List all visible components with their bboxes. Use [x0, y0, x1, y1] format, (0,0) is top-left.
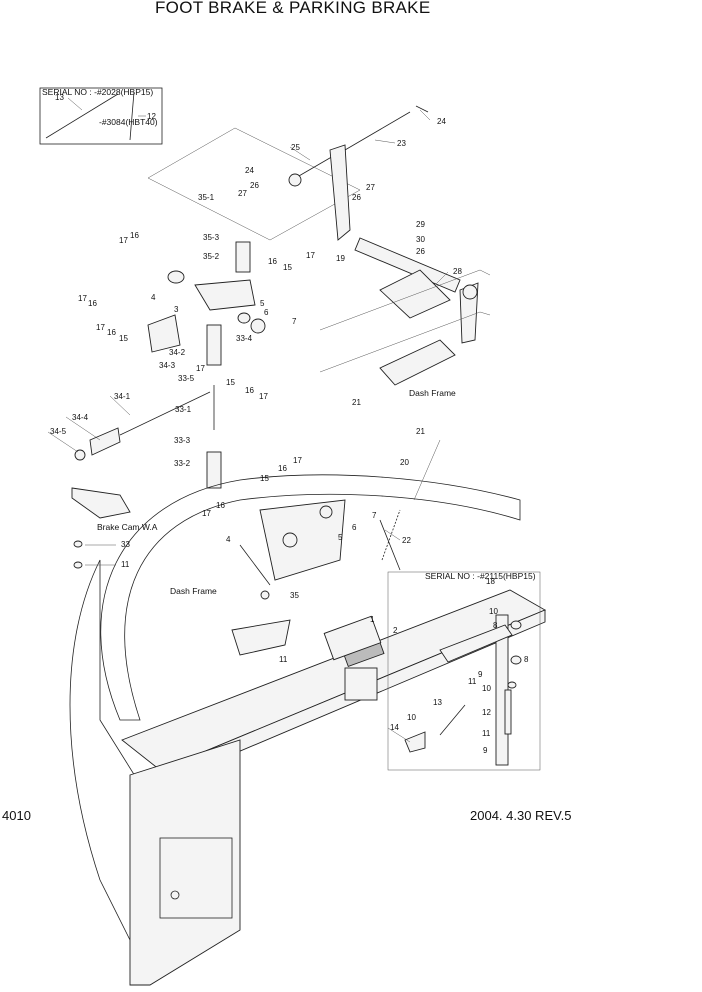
leader-lines: [47, 109, 449, 743]
svg-text:23: 23: [397, 139, 406, 148]
svg-text:21: 21: [416, 427, 425, 436]
serial-note-top-line2: -#3084(HBT40): [99, 117, 158, 127]
svg-text:3: 3: [174, 305, 179, 314]
svg-text:13: 13: [433, 698, 442, 707]
svg-text:17: 17: [78, 294, 87, 303]
svg-text:33-2: 33-2: [174, 459, 191, 468]
brake-cam-label: Brake Cam W.A: [97, 522, 158, 532]
svg-text:21: 21: [352, 398, 361, 407]
page-number: 4010: [2, 808, 31, 823]
svg-text:33-3: 33-3: [174, 436, 191, 445]
svg-text:4: 4: [226, 535, 231, 544]
svg-text:11: 11: [482, 729, 491, 738]
svg-text:17: 17: [259, 392, 268, 401]
svg-text:9: 9: [478, 670, 483, 679]
svg-text:16: 16: [245, 386, 254, 395]
svg-text:15: 15: [119, 334, 128, 343]
svg-text:5: 5: [260, 299, 265, 308]
svg-text:27: 27: [238, 189, 247, 198]
svg-text:17: 17: [119, 236, 128, 245]
svg-text:20: 20: [400, 458, 409, 467]
svg-text:33-4: 33-4: [236, 334, 253, 343]
right-inset-box: [387, 571, 541, 771]
svg-text:35-1: 35-1: [198, 193, 215, 202]
callout-13-inset: 13: [55, 93, 64, 102]
svg-text:34-5: 34-5: [50, 427, 67, 436]
svg-text:7: 7: [292, 317, 297, 326]
svg-text:18: 18: [486, 577, 495, 586]
svg-text:10: 10: [407, 713, 416, 722]
pedal-arm-assembly: [231, 439, 441, 656]
dash-frame-label-2: Dash Frame: [170, 586, 217, 596]
svg-text:17: 17: [293, 456, 302, 465]
svg-text:9: 9: [483, 746, 488, 755]
svg-text:8: 8: [524, 655, 529, 664]
svg-text:25: 25: [291, 143, 300, 152]
svg-text:19: 19: [336, 254, 345, 263]
svg-text:34-2: 34-2: [169, 348, 186, 357]
svg-text:14: 14: [390, 723, 399, 732]
svg-text:12: 12: [482, 708, 491, 717]
callout-12-inset: 12: [147, 112, 156, 121]
svg-text:15: 15: [226, 378, 235, 387]
svg-text:16: 16: [88, 299, 97, 308]
svg-text:24: 24: [245, 166, 254, 175]
svg-text:27: 27: [366, 183, 375, 192]
page-title: FOOT BRAKE & PARKING BRAKE: [155, 0, 431, 17]
svg-text:16: 16: [278, 464, 287, 473]
svg-text:17: 17: [306, 251, 315, 260]
callout-labels: 24 23 25 24 26 27 35-1 35-3 35-2 16 17 2…: [50, 117, 529, 755]
svg-text:6: 6: [264, 308, 269, 317]
serial-note-top-line1: SERIAL NO : -#2028(HBP15): [42, 87, 154, 97]
svg-text:11: 11: [121, 560, 130, 569]
svg-text:17: 17: [96, 323, 105, 332]
svg-text:1: 1: [370, 615, 375, 624]
svg-text:10: 10: [482, 684, 491, 693]
svg-text:15: 15: [260, 474, 269, 483]
svg-text:16: 16: [107, 328, 116, 337]
svg-text:17: 17: [196, 364, 205, 373]
svg-text:35-3: 35-3: [203, 233, 220, 242]
svg-text:26: 26: [352, 193, 361, 202]
svg-text:16: 16: [268, 257, 277, 266]
left-components: [71, 241, 266, 569]
svg-text:28: 28: [453, 267, 462, 276]
svg-text:22: 22: [402, 536, 411, 545]
parking-brake-lever: [288, 105, 429, 241]
svg-text:11: 11: [279, 655, 288, 664]
svg-text:10: 10: [489, 607, 498, 616]
revision-date: 2004. 4.30 REV.5: [470, 808, 572, 823]
svg-text:30: 30: [416, 235, 425, 244]
lever-28: [354, 237, 479, 386]
svg-text:4: 4: [151, 293, 156, 302]
svg-text:2: 2: [393, 626, 398, 635]
svg-text:34-3: 34-3: [159, 361, 176, 370]
svg-text:11: 11: [468, 677, 477, 686]
svg-text:35-2: 35-2: [203, 252, 220, 261]
svg-text:34-1: 34-1: [114, 392, 131, 401]
svg-text:6: 6: [352, 523, 357, 532]
serial-note-right-line1: SERIAL NO : -#2115(HBP15): [425, 571, 536, 581]
svg-text:29: 29: [416, 220, 425, 229]
svg-text:24: 24: [437, 117, 446, 126]
svg-text:34-4: 34-4: [72, 413, 89, 422]
svg-text:16: 16: [216, 501, 225, 510]
svg-text:33: 33: [121, 540, 130, 549]
svg-text:33-5: 33-5: [178, 374, 195, 383]
svg-text:26: 26: [250, 181, 259, 190]
svg-text:16: 16: [130, 231, 139, 240]
svg-text:7: 7: [372, 511, 377, 520]
inset-box-rods: 13 12: [39, 87, 163, 145]
dash-frame-label-1: Dash Frame: [409, 388, 456, 398]
svg-text:17: 17: [202, 509, 211, 518]
svg-text:26: 26: [416, 247, 425, 256]
svg-text:5: 5: [338, 533, 343, 542]
svg-text:8: 8: [493, 621, 498, 630]
svg-text:33-1: 33-1: [175, 405, 192, 414]
svg-text:35: 35: [290, 591, 299, 600]
serial-note-top: SERIAL NO : -#2028(HBP15) -#3084(HBT40): [42, 67, 158, 137]
svg-text:15: 15: [283, 263, 292, 272]
